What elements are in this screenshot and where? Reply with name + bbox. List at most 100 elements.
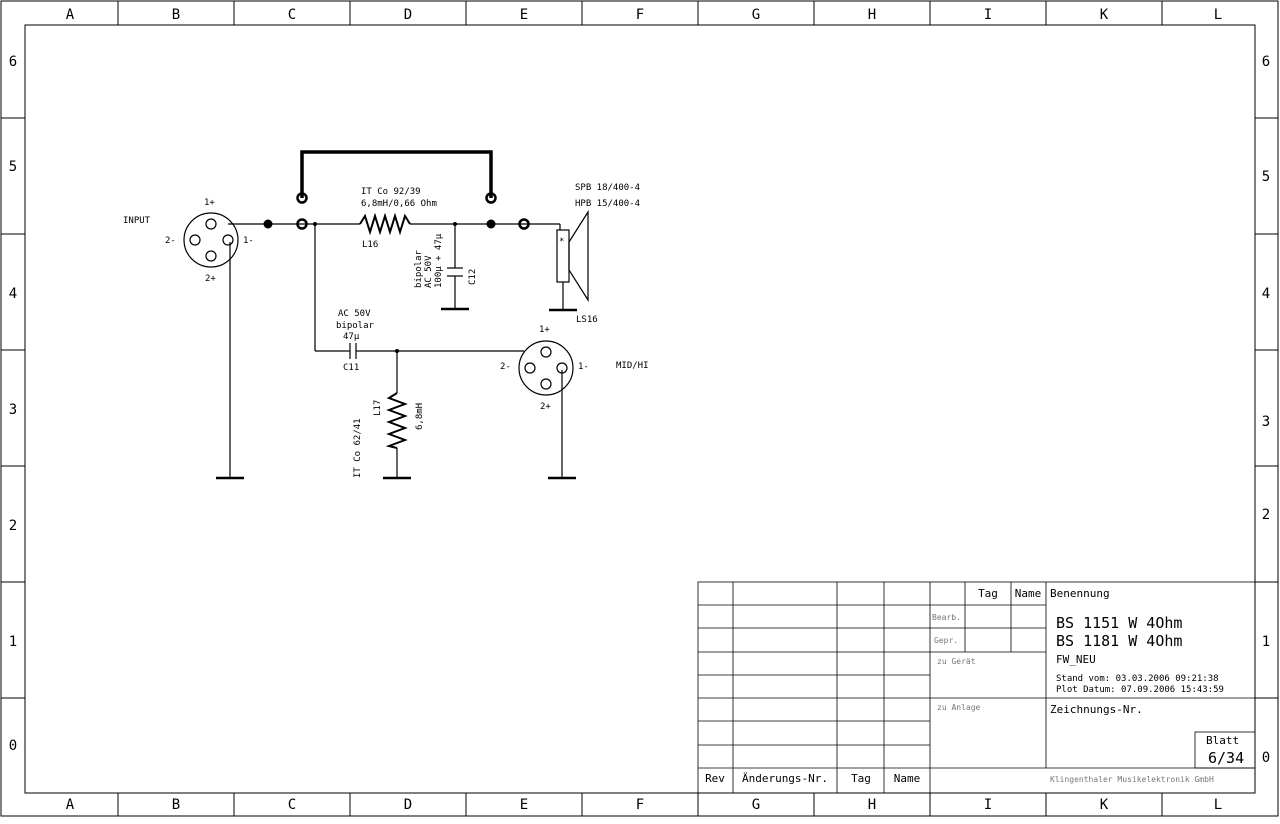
loudspeaker-ls16: * SPB 18/400-4 HPB 15/400-4 LS16 (556, 183, 640, 325)
column-label-e: E (520, 7, 528, 23)
column-label-l: L (1214, 7, 1222, 23)
column-label-k: K (1100, 797, 1109, 813)
l17-type: IT Co 62/41 (353, 418, 363, 478)
capacitor-c12: bipolar AC 50V 100µ + 47µ C12 (414, 233, 478, 288)
row-label-5: 5 (1262, 169, 1270, 185)
tb-aenderung: Änderungs-Nr. (742, 772, 828, 785)
tb-blatt-value: 6/34 (1208, 749, 1244, 767)
tb-header-tag: Tag (978, 587, 998, 600)
junction-dot (263, 219, 273, 229)
inductor-l17: L17 6,8mH IT Co 62/41 (353, 392, 425, 478)
row-label-4: 4 (9, 286, 17, 302)
tb-tag: Tag (851, 772, 871, 785)
c12-line2: AC 50V (424, 255, 434, 288)
tb-title-line2: BS 1181 W 4Ohm (1056, 632, 1182, 650)
l16-type: IT Co 92/39 (361, 187, 421, 197)
column-label-i: I (984, 7, 992, 23)
tb-bearb: Bearb. (932, 613, 961, 622)
tb-rev: Rev (705, 772, 725, 785)
junction-dot (453, 222, 457, 226)
l16-value: 6,8mH/0,66 Ohm (361, 199, 437, 209)
bridge-terminal-right (485, 192, 497, 204)
row-label-3: 3 (1262, 414, 1270, 430)
tb-name: Name (894, 772, 921, 785)
tb-gepr: Gepr. (934, 636, 958, 645)
ls16-line1: SPB 18/400-4 (575, 183, 640, 193)
row-label-6: 6 (9, 54, 17, 70)
c12-line1: bipolar (414, 249, 424, 288)
column-label-c: C (288, 7, 296, 23)
ls16-ref: LS16 (576, 315, 598, 325)
ground-symbols (216, 307, 577, 480)
row-label-1: 1 (9, 634, 17, 650)
midhi-pin-2plus: 2+ (540, 402, 551, 412)
column-label-l: L (1214, 797, 1222, 813)
row-label-1: 1 (1262, 634, 1270, 650)
row-labels-right: 6 5 4 3 2 1 0 (1262, 54, 1270, 766)
tb-benennung-label: Benennung (1050, 587, 1110, 600)
bridge-terminal-left (296, 192, 308, 204)
row-label-6: 6 (1262, 54, 1270, 70)
column-label-c: C (288, 797, 296, 813)
title-block: Tag Name Benennung Bearb. Gepr. zu Gerät… (697, 581, 1256, 794)
tb-stand: Stand vom: 03.03.2006 09:21:38 (1056, 674, 1219, 684)
row-label-3: 3 (9, 402, 17, 418)
c11-line1: AC 50V (338, 309, 371, 319)
signal-wires (228, 223, 564, 478)
column-label-d: D (404, 797, 412, 813)
l17-ref: L17 (373, 400, 383, 416)
junctions (263, 218, 530, 353)
junction-dot (313, 222, 317, 226)
tb-header-name: Name (1015, 587, 1042, 600)
column-labels-bottom: A B C D E F G H I K L (66, 797, 1222, 813)
tb-title-line1: BS 1151 W 4Ohm (1056, 614, 1182, 632)
row-label-4: 4 (1262, 286, 1270, 302)
tb-subtitle: FW_NEU (1056, 653, 1096, 666)
tb-plot: Plot Datum: 07.09.2006 15:43:59 (1056, 685, 1224, 695)
row-label-2: 2 (9, 518, 17, 534)
column-label-d: D (404, 7, 412, 23)
tb-zu-anlage: zu Anlage (937, 703, 981, 712)
c12-line3: 100µ + 47µ (434, 233, 444, 288)
input-pin-2plus: 2+ (205, 274, 216, 284)
c11-line3: 47µ (343, 332, 360, 342)
midhi-label: MID/HI (616, 361, 649, 371)
column-label-f: F (636, 797, 644, 813)
row-dividers (1, 117, 1278, 699)
column-label-e: E (520, 797, 528, 813)
row-label-0: 0 (9, 738, 17, 754)
junction-dot (486, 219, 496, 229)
tb-zeichnungs-label: Zeichnungs-Nr. (1050, 703, 1143, 716)
column-label-b: B (172, 797, 180, 813)
ls16-line2: HPB 15/400-4 (575, 199, 640, 209)
terminal (518, 218, 530, 230)
column-label-h: H (868, 7, 876, 23)
midhi-pin-1minus: 1- (578, 362, 589, 372)
column-label-h: H (868, 797, 876, 813)
inductor-l16: IT Co 92/39 6,8mH/0,66 Ohm L16 (359, 187, 437, 250)
column-label-i: I (984, 797, 992, 813)
tb-blatt-label: Blatt (1206, 734, 1239, 747)
capacitor-c11: AC 50V bipolar 47µ C11 (336, 309, 375, 373)
input-pin-1minus: 1- (243, 236, 254, 246)
midhi-pin-1plus: 1+ (539, 325, 550, 335)
c12-ref: C12 (468, 269, 478, 285)
column-label-k: K (1100, 7, 1109, 23)
circuit: INPUT 1+ 2- 1- 2+ 1+ 2- 1- 2+ MID/HI IT … (123, 150, 649, 480)
column-label-g: G (752, 7, 760, 23)
tb-zu-geraet: zu Gerät (937, 657, 976, 666)
c11-ref: C11 (343, 363, 359, 373)
column-label-b: B (172, 7, 180, 23)
c11-line2: bipolar (336, 321, 375, 331)
xlr-input-connector: INPUT 1+ 2- 1- 2+ (123, 198, 254, 284)
column-dividers-top (117, 1, 1163, 25)
input-pin-1plus: 1+ (204, 198, 215, 208)
column-label-f: F (636, 7, 644, 23)
column-label-g: G (752, 797, 760, 813)
column-label-a: A (66, 797, 75, 813)
row-labels-left: 6 5 4 3 2 1 0 (9, 54, 17, 754)
xlr-midhi-connector: 1+ 2- 1- 2+ MID/HI (500, 325, 649, 412)
column-dividers-bottom (117, 793, 1163, 816)
